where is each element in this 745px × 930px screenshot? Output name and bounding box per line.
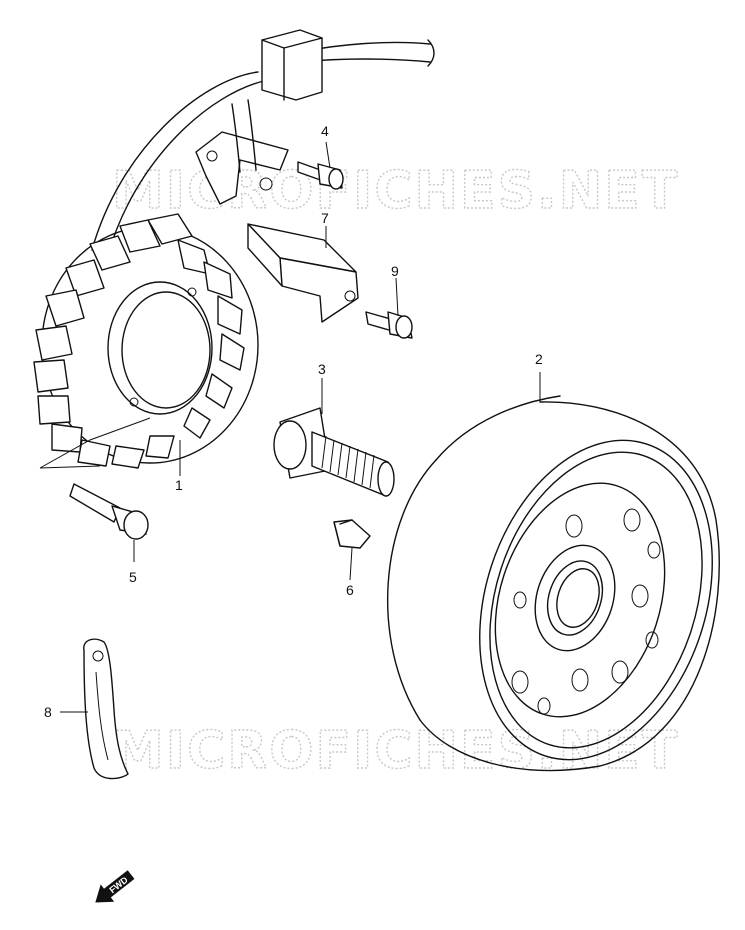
- callout-8: 8: [44, 704, 52, 720]
- bracket-bolt-2: [365, 311, 413, 339]
- callout-9: 9: [391, 263, 399, 279]
- callout-3: 3: [318, 361, 326, 377]
- callout-4: 4: [321, 123, 329, 139]
- callout-1: 1: [175, 477, 183, 493]
- leader-lines: [39, 141, 541, 713]
- callout-2: 2: [535, 351, 543, 367]
- callout-labels: 1 2 3 4 5 6 7 8 9: [44, 123, 543, 720]
- fwd-arrow: FWD: [95, 870, 135, 903]
- stator-assembly: [33, 29, 435, 469]
- callout-7: 7: [321, 210, 329, 226]
- rotor-bolt: [273, 407, 395, 497]
- watermark-bottom: MICROFICHES.NET: [112, 721, 679, 781]
- lead-wire-bracket: [247, 223, 359, 323]
- callout-6: 6: [346, 582, 354, 598]
- fwd-arrow-icon: [95, 870, 135, 903]
- watermark-top: MICROFICHES.NET: [112, 161, 679, 221]
- rotor-flywheel: [386, 395, 720, 772]
- bracket-bolt: [297, 161, 344, 190]
- woodruff-key: [333, 519, 371, 549]
- wire-clamp: [83, 638, 129, 780]
- callout-5: 5: [129, 569, 137, 585]
- stator-bolt: [69, 483, 149, 540]
